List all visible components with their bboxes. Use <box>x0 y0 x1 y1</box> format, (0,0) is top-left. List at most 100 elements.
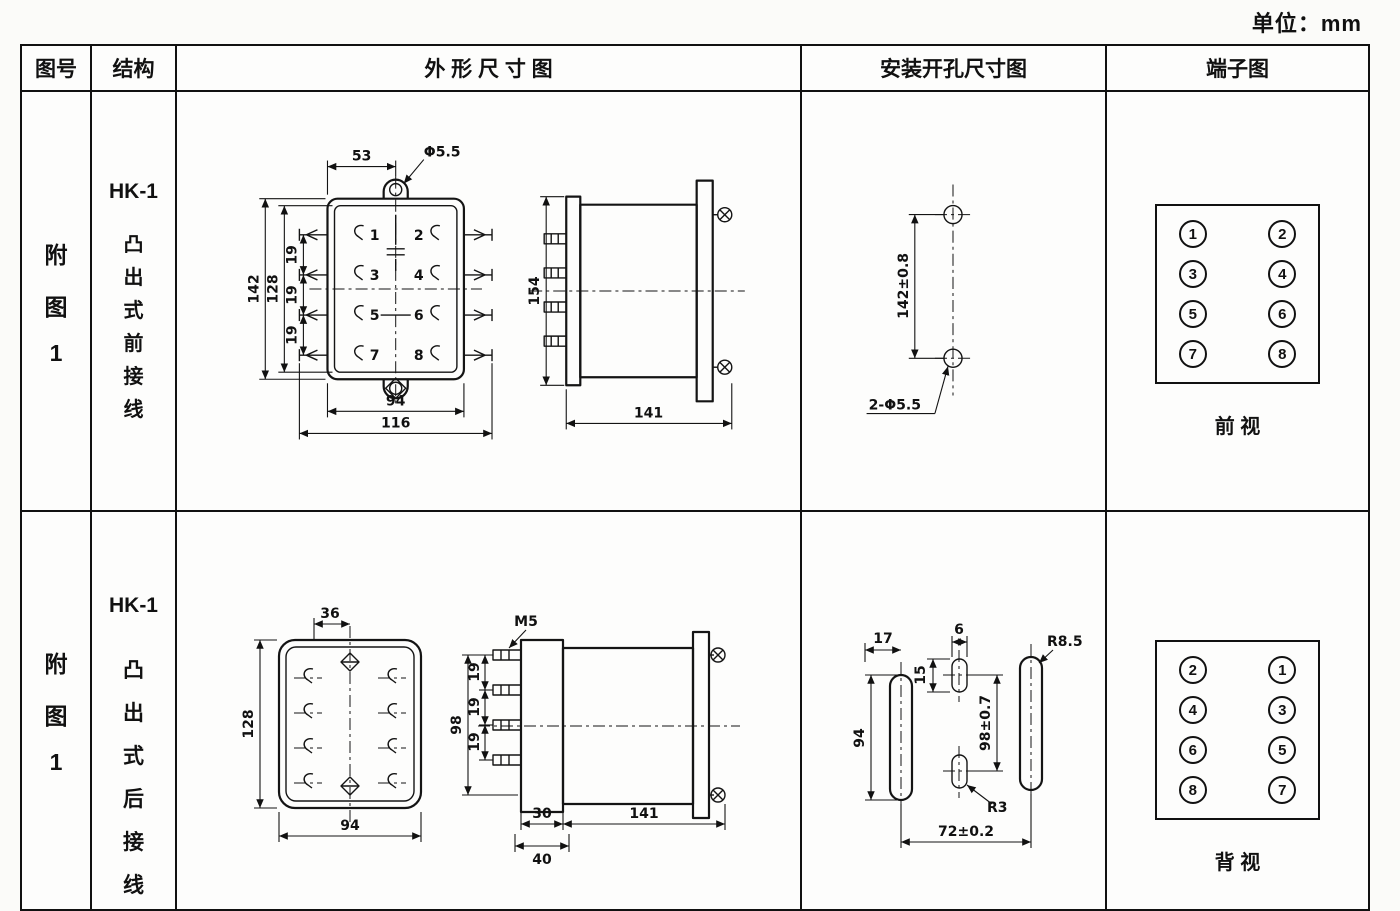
terminal-pin: 3 <box>1178 260 1207 288</box>
terminal-cell-row1: 1 2 3 4 5 6 7 8 前 视 <box>1107 92 1368 512</box>
header-mounting-label: 安装开孔尺寸图 <box>880 58 1027 81</box>
dim-label-19: 19 <box>284 245 300 265</box>
header-fig-no: 图号 <box>22 46 92 92</box>
dim-label-19: 19 <box>467 662 483 681</box>
fig-no-row2: 附 图 1 <box>22 512 92 909</box>
dim-label-hole: Φ5.5 <box>424 145 461 161</box>
view-label-front: 前 视 <box>1214 416 1261 438</box>
dim-label-r8-5: R8.5 <box>1047 634 1083 650</box>
structure-row1: HK-1 凸 出 式 前 接 线 <box>92 92 177 512</box>
terminal-pin: 8 <box>1268 340 1297 368</box>
structure-text: 凸 出 式 前 接 线 <box>123 234 144 421</box>
header-fig-no-label: 图号 <box>35 58 77 81</box>
dim-label-53: 53 <box>352 149 372 165</box>
terminal-pin: 5 <box>1178 300 1207 328</box>
mounting-drawing-rear-wiring: 17 6 15 94 <box>852 622 1083 848</box>
fig-char: 图 <box>44 293 68 320</box>
fig-char: 1 <box>49 339 63 366</box>
terminal-number: 2 <box>414 228 424 244</box>
terminal-pin: 4 <box>1178 696 1207 724</box>
mounting-holes <box>934 184 972 396</box>
terminal-pin: 7 <box>1268 776 1297 804</box>
unit-label: 单位：mm <box>1251 11 1362 36</box>
dim-label-72-tol: 72±0.2 <box>938 824 994 840</box>
terminal-pin: 3 <box>1268 696 1297 724</box>
header-outline-label: 外 形 尺 寸 图 <box>424 58 553 81</box>
outline-drawing-rear-wiring: 36 128 94 <box>241 606 740 868</box>
fig-char: 1 <box>49 749 63 775</box>
terminal-pin: 6 <box>1268 300 1297 328</box>
dim-label-40: 40 <box>532 852 552 868</box>
dim-label-141: 141 <box>634 405 663 421</box>
header-structure-label: 结构 <box>112 58 155 81</box>
front-view: 1 2 3 4 5 6 7 8 <box>298 176 493 404</box>
dim-label-19: 19 <box>467 732 483 751</box>
header-terminal: 端子图 <box>1107 46 1368 92</box>
dim-label-141: 141 <box>629 806 658 822</box>
terminal-pin: 2 <box>1268 220 1297 248</box>
dim-label-94: 94 <box>852 728 868 748</box>
dim-label-r3: R3 <box>987 800 1008 816</box>
screw-size-label: M5 <box>514 614 538 630</box>
terminal-pin: 1 <box>1178 220 1207 248</box>
terminal-diagram-front: 1 2 3 4 5 6 7 8 <box>1155 204 1320 384</box>
terminal-pin: 5 <box>1268 736 1297 764</box>
rear-view: 36 128 94 <box>241 606 423 842</box>
dim-label-98-tol: 98±0.7 <box>978 695 994 751</box>
outline-cell-row1: 1 2 3 4 5 6 7 8 53 Φ5.5 <box>177 92 802 512</box>
dim-label-98: 98 <box>449 715 465 734</box>
dim-label-128: 128 <box>265 274 281 303</box>
mounting-cell-row2: 17 6 15 94 <box>802 512 1107 909</box>
structure-row2: HK-1 凸 出 式 后 接 线 <box>92 512 177 909</box>
header-mounting: 安装开孔尺寸图 <box>802 46 1107 92</box>
header-outline: 外 形 尺 寸 图 <box>177 46 802 92</box>
side-view-rear: M5 19 19 19 98 <box>449 614 740 868</box>
terminal-pin: 7 <box>1178 340 1207 368</box>
side-view: 154 141 <box>527 179 745 430</box>
terminal-number: 4 <box>414 268 424 284</box>
mounting-cell-row1: 142±0.8 2-Φ5.5 <box>802 92 1107 512</box>
fig-char: 附 <box>44 651 68 677</box>
view-label-rear: 背 视 <box>1214 852 1261 874</box>
fig-no-row1: 附 图 1 <box>22 92 92 512</box>
terminal-pin: 2 <box>1178 656 1207 684</box>
terminal-pin: 4 <box>1268 260 1297 288</box>
mounting-slots <box>888 644 1044 814</box>
dim-label-19: 19 <box>467 697 483 716</box>
dim-label-15: 15 <box>913 665 929 684</box>
front-view-dimensions: 53 Φ5.5 142 128 <box>246 145 493 440</box>
terminal-number: 8 <box>414 348 424 364</box>
terminal-cell-row2: 2 1 4 3 6 5 8 7 背 视 <box>1107 512 1368 909</box>
fig-char: 附 <box>44 241 68 268</box>
spec-table: 图号 结构 外 形 尺 寸 图 安装开孔尺寸图 端子图 附 图 1 HK-1 凸… <box>20 44 1370 911</box>
header-terminal-label: 端子图 <box>1206 58 1269 81</box>
dim-label-19: 19 <box>284 285 300 305</box>
header-structure: 结构 <box>92 46 177 92</box>
dim-label-94: 94 <box>340 818 360 834</box>
model-label: HK-1 <box>108 594 158 617</box>
mounting-drawing-front-wiring: 142±0.8 2-Φ5.5 <box>866 184 972 415</box>
terminal-number: 6 <box>414 308 424 324</box>
dim-label-19: 19 <box>284 325 300 345</box>
outline-cell-row2: 36 128 94 <box>177 512 802 909</box>
terminal-pin: 1 <box>1268 656 1297 684</box>
terminal-pin: 6 <box>1178 736 1207 764</box>
dim-label-116: 116 <box>381 415 411 431</box>
terminal-diagram-rear: 2 1 4 3 6 5 8 7 <box>1155 640 1320 820</box>
dim-label-36: 36 <box>320 606 339 622</box>
mounting-dimensions: 17 6 15 94 <box>852 622 1083 848</box>
dim-label-17: 17 <box>873 631 892 647</box>
dim-label-2-holes: 2-Φ5.5 <box>869 398 921 414</box>
terminal-number: 7 <box>370 348 380 364</box>
mounting-dimensions: 142±0.8 2-Φ5.5 <box>866 214 950 415</box>
model-label: HK-1 <box>108 180 158 203</box>
structure-text: 凸 出 式 后 接 线 <box>122 659 144 897</box>
dim-label-94: 94 <box>386 393 406 409</box>
terminal-number: 1 <box>370 228 380 244</box>
outline-drawing-front-wiring: 1 2 3 4 5 6 7 8 53 Φ5.5 <box>246 145 745 440</box>
terminal-number: 3 <box>370 268 380 284</box>
dim-label-128: 128 <box>241 709 257 738</box>
dim-label-6: 6 <box>954 622 964 638</box>
terminal-number: 5 <box>370 308 380 324</box>
dim-label-154: 154 <box>527 276 543 306</box>
